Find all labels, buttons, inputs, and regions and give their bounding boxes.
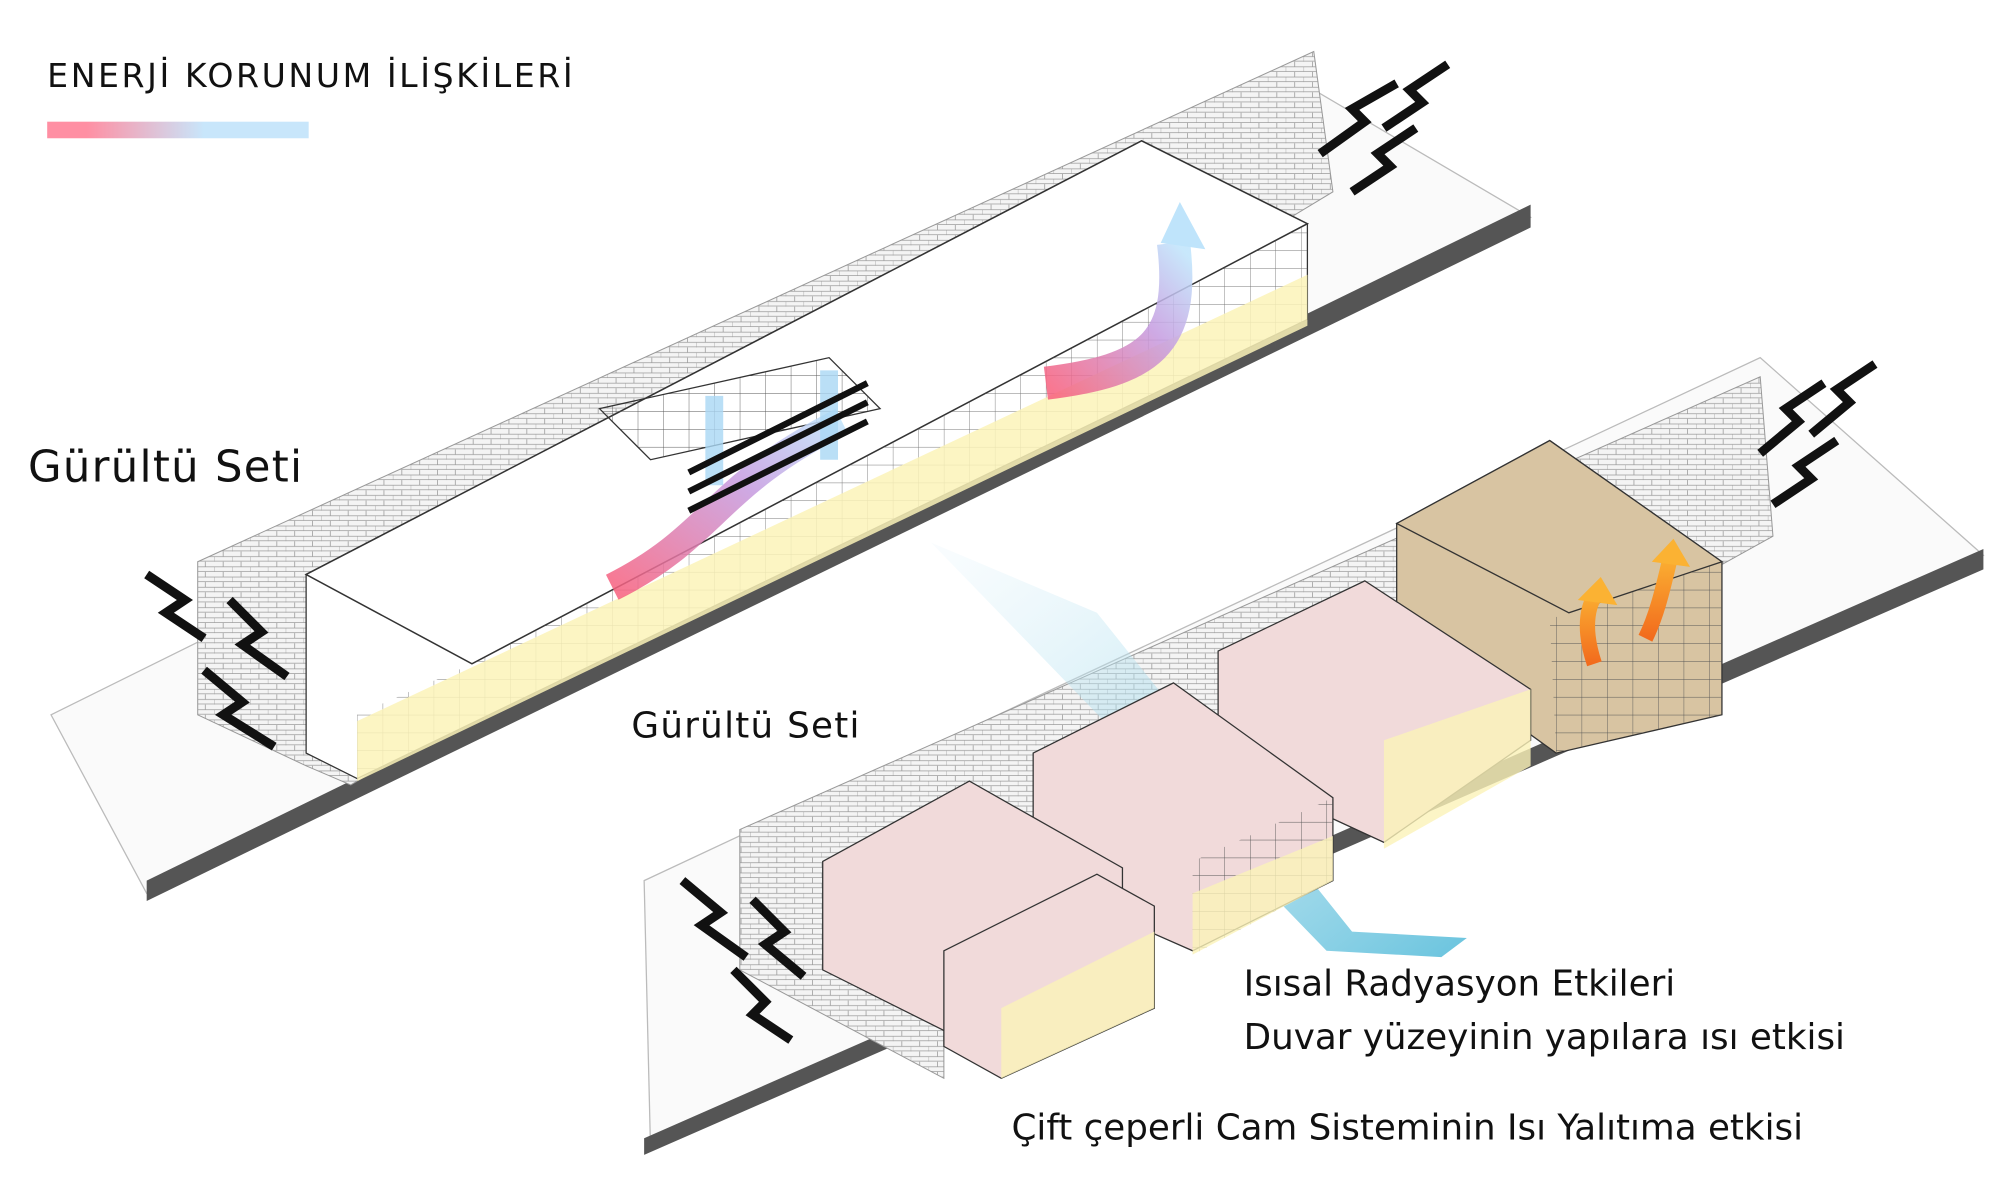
legend-gradient-bar: [47, 121, 309, 139]
air-flow-arrow: [605, 408, 849, 600]
air-flow-arrow: [1043, 240, 1193, 400]
noise-icon: [144, 60, 1878, 1044]
diagram-title: ENERJİ KORUNUM İLİŞKİLERİ: [47, 56, 575, 95]
roof-tan: [1395, 439, 1724, 614]
noise-barrier-label-bottom: Gürültü Seti: [631, 706, 860, 747]
double-glass-label: Çift çeperli Cam Sisteminin Isı Yalıtıma…: [1011, 1108, 1803, 1149]
ground-floor: [357, 274, 1308, 782]
top-site: [50, 50, 1532, 902]
bottom-site: [643, 356, 1985, 1155]
noise-barrier-label-top: Gürültü Seti: [28, 442, 303, 492]
wall-heat-effect-label: Duvar yüzeyinin yapılara ısı etkisi: [1244, 1017, 1845, 1058]
thermal-radiation-label: Isısal Radyasyon Etkileri: [1244, 963, 1676, 1004]
